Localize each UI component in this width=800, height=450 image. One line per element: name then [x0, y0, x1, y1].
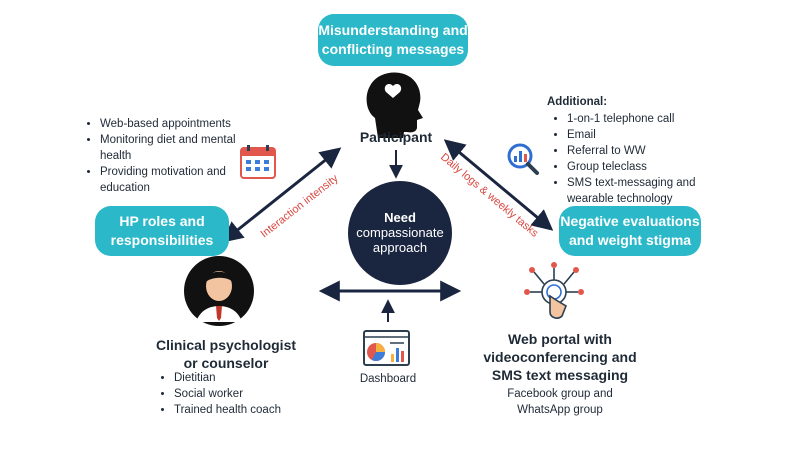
portal-title: Web portal with videoconferencing and SM…: [480, 330, 640, 384]
top-pill-misunderstanding: Misunderstanding and conflicting message…: [318, 14, 468, 66]
list-item: Monitoring diet and mental health: [100, 132, 250, 164]
dashboard-icon: [363, 330, 410, 366]
right-diagonal-arrow: [443, 139, 554, 231]
list-item: SMS text-messaging and wearable technolo…: [567, 175, 727, 207]
top-pill-line-2: conflicting messages: [321, 41, 465, 57]
psychologist-title: Clinical psychologist or counselor: [148, 336, 304, 372]
dashboard-label: Dashboard: [359, 373, 417, 385]
additional-heading: Additional:: [547, 96, 608, 108]
portal-title-line-2: videoconferencing and: [483, 349, 637, 365]
portal-title-line-1: Web portal with: [508, 331, 612, 347]
list-item: Social worker: [174, 386, 314, 402]
counselor-avatar: [184, 256, 254, 326]
list-item: Providing motivation and education: [100, 164, 250, 196]
participant-head-icon: [366, 72, 423, 138]
hp-roles-pill: HP roles and responsibilities: [95, 206, 229, 256]
center-circle: Need compassionate approach: [345, 188, 455, 276]
psychologist-title-line-1: Clinical psychologist: [155, 337, 297, 353]
list-item: Referral to WW: [567, 143, 727, 159]
hp-pill-line-2: responsibilities: [110, 232, 214, 248]
network-touch-icon: [524, 262, 584, 319]
center-circle-shape: [348, 181, 452, 285]
center-line-3: approach: [372, 239, 428, 255]
list-item: Trained health coach: [174, 402, 314, 418]
list-item: Dietitian: [174, 370, 314, 386]
top-pill-line-1: Misunderstanding and: [318, 22, 468, 38]
magnifier-chart-icon: [507, 143, 539, 175]
left-diagonal-arrow: [221, 147, 342, 243]
list-item: Web-based appointments: [100, 116, 250, 132]
list-item: Group teleclass: [567, 159, 727, 175]
center-line-2: compassionate: [356, 224, 444, 240]
portal-title-line-3: SMS text messaging: [491, 367, 629, 383]
additional-list: 1-on-1 telephone call Email Referral to …: [553, 111, 727, 207]
portal-note: Facebook group and WhatsApp group: [490, 386, 630, 418]
left-arrow-text: Interaction intensity: [258, 172, 340, 240]
negative-evaluations-pill: Negative evaluations and weight stigma: [559, 206, 701, 256]
list-item: Email: [567, 127, 727, 143]
calendar-icon: [240, 145, 276, 179]
participant-label: Participant: [359, 129, 433, 145]
hp-pill-line-1: HP roles and: [119, 213, 205, 229]
psychologist-list: Dietitian Social worker Trained health c…: [160, 370, 314, 418]
neg-pill-line-1: Negative evaluations: [560, 213, 700, 229]
hp-task-list: Web-based appointments Monitoring diet a…: [86, 116, 250, 196]
neg-pill-line-2: and weight stigma: [568, 232, 692, 248]
portal-note-line-1: Facebook group and: [507, 388, 613, 400]
center-line-1: Need: [384, 209, 416, 225]
portal-note-line-2: WhatsApp group: [517, 404, 603, 416]
psychologist-title-line-2: or counselor: [183, 355, 269, 371]
list-item: 1-on-1 telephone call: [567, 111, 727, 127]
